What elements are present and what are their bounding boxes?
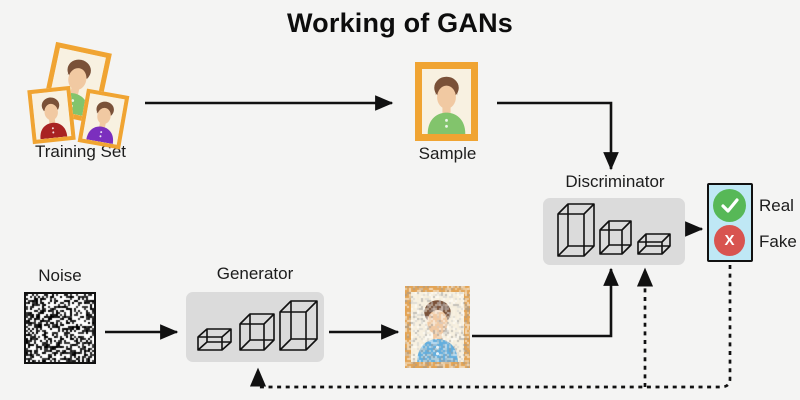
feedback-dashed-output-to-generator	[258, 265, 730, 387]
person-avatar-icon	[422, 69, 471, 134]
check-icon	[720, 198, 740, 214]
sample-label: Sample	[400, 144, 495, 164]
noise-image	[24, 292, 96, 364]
real-label: Real	[759, 196, 800, 216]
generated-noise-overlay	[405, 286, 470, 368]
arrow-sample-to-discriminator	[497, 103, 611, 169]
person-avatar-icon	[32, 90, 72, 139]
sample-photo	[415, 62, 478, 141]
generator-label: Generator	[185, 264, 325, 284]
person-avatar-icon	[82, 93, 124, 144]
x-icon: X	[724, 232, 734, 249]
training-set-label: Training Set	[8, 142, 153, 162]
generated-fake-image	[405, 286, 470, 368]
training-photo-purple	[78, 89, 130, 150]
noise-label: Noise	[20, 266, 100, 286]
training-photo-red	[27, 86, 75, 144]
fake-label: Fake	[759, 232, 800, 252]
discriminator-layers-icon	[543, 198, 685, 265]
arrow-fakeimage-to-discriminator	[472, 269, 611, 336]
discriminator-label: Discriminator	[545, 172, 685, 192]
diagram-title: Working of GANs	[0, 8, 800, 39]
fake-badge: X	[714, 225, 745, 256]
discriminator-box	[543, 198, 685, 265]
noise-texture	[26, 294, 94, 362]
real-badge	[713, 189, 746, 222]
generator-layers-icon	[186, 292, 324, 362]
generator-box	[186, 292, 324, 362]
